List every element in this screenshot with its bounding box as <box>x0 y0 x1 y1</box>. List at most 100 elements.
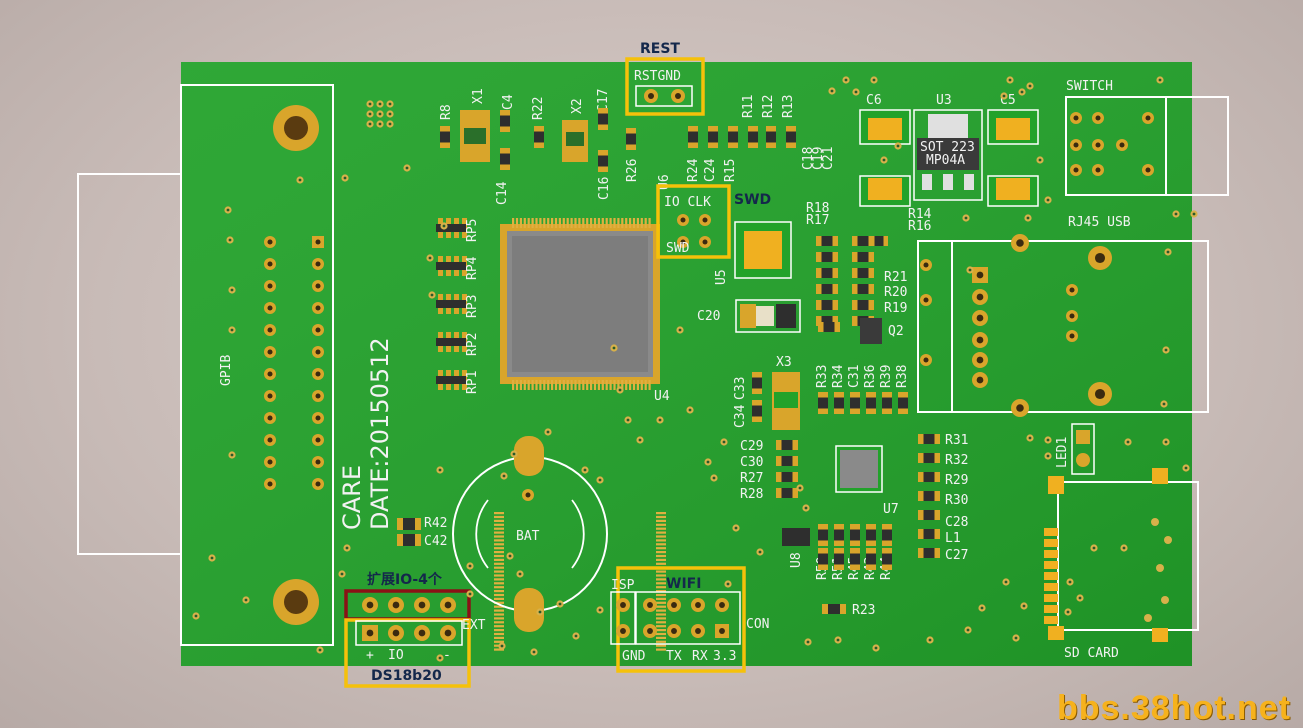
r42-label: R42 <box>424 516 447 531</box>
smd-body <box>857 268 869 278</box>
via-hole <box>318 648 322 652</box>
pin-hole <box>267 415 273 421</box>
via-hole <box>428 256 432 260</box>
via-hole <box>194 614 198 618</box>
via-hole <box>638 438 642 442</box>
q2-chip <box>860 318 882 344</box>
via-hole <box>430 293 434 297</box>
mcu-pin <box>582 380 585 390</box>
pin-hole <box>647 628 653 634</box>
mcu-pin <box>656 535 666 538</box>
mcu-pin <box>494 535 504 538</box>
smd-body <box>823 322 835 332</box>
via-hole <box>1184 466 1188 470</box>
gpib-connector-shell <box>77 173 189 555</box>
wifi-pins <box>616 598 729 638</box>
ds18b20-box <box>344 618 471 688</box>
smd-body <box>821 236 833 246</box>
sd-pin <box>1044 616 1058 624</box>
via-hole <box>508 554 512 558</box>
wifi-box <box>616 566 746 673</box>
sd-pin <box>1044 572 1058 580</box>
smd-body <box>752 405 762 417</box>
mcu-pin <box>494 597 504 600</box>
via-hole <box>583 468 587 472</box>
pin-hole <box>267 459 273 465</box>
con-label: CON <box>746 617 769 632</box>
via-hole <box>798 486 802 490</box>
mcu-pin <box>636 218 639 228</box>
mid-part-label: R18 <box>806 201 829 216</box>
pin-hole <box>1095 167 1101 173</box>
sd-pin <box>1044 583 1058 591</box>
via-hole <box>804 506 808 510</box>
c6-label: C6 <box>866 93 882 108</box>
mcu-pin <box>656 632 666 636</box>
c5b-pad <box>996 178 1030 200</box>
mcu-pin <box>656 551 666 554</box>
pin-hole <box>315 393 321 399</box>
smd-body <box>781 456 793 466</box>
rj45-outline <box>917 240 1209 413</box>
via-hole <box>658 418 662 422</box>
mcu-pin <box>593 380 597 390</box>
mcu-pin <box>494 582 504 585</box>
mcu-pin <box>656 512 666 515</box>
mcu-pin <box>632 218 636 228</box>
mcu-pin <box>590 218 593 228</box>
via-hole <box>368 112 372 116</box>
via-hole <box>405 166 409 170</box>
rp-label: RP3 <box>465 295 480 318</box>
mcu-pin <box>590 380 593 390</box>
smd-body <box>857 284 869 294</box>
via-hole <box>1014 636 1018 640</box>
row-part-label: C31 <box>847 365 862 388</box>
smd-body <box>708 131 718 143</box>
mcu-pin <box>656 531 666 534</box>
via-hole <box>836 638 840 642</box>
x3-label: X3 <box>776 355 792 370</box>
rp-label: RP2 <box>465 333 480 356</box>
switch-label: SWITCH <box>1066 79 1113 94</box>
right-stack-label: R31 <box>945 433 968 448</box>
mcu-pin <box>617 380 620 390</box>
pin-hole <box>1073 115 1079 121</box>
u7-label: U7 <box>883 502 899 517</box>
smd-body <box>923 510 935 520</box>
smd-body <box>898 397 908 409</box>
mcu-pin <box>566 380 569 390</box>
mcu-pin <box>644 380 647 390</box>
left-stack-label: C30 <box>740 455 763 470</box>
rp-label: RP1 <box>465 371 480 394</box>
mcu-pin <box>656 578 666 581</box>
pin-hole <box>719 602 725 608</box>
smd-body <box>857 236 869 246</box>
via <box>1156 564 1164 572</box>
mcu-pin <box>494 570 504 573</box>
top-part-label: R13 <box>781 95 796 118</box>
pin-hole <box>976 376 984 384</box>
via-hole <box>1164 348 1168 352</box>
mcu-pin <box>570 380 573 390</box>
pin-hole <box>315 349 321 355</box>
via-hole <box>706 460 710 464</box>
crystal-x3-body <box>774 392 798 408</box>
via-hole <box>442 224 446 228</box>
mcu-pin <box>656 629 666 632</box>
row-part-label: R38 <box>895 365 910 388</box>
smd-body <box>882 553 892 565</box>
mcu-pin <box>494 629 504 632</box>
mcu-pin <box>494 632 504 636</box>
mcu-pin <box>562 218 565 228</box>
pin-hole <box>976 356 984 364</box>
mcu-pin <box>558 218 561 228</box>
via-hole <box>1078 596 1082 600</box>
via-hole <box>388 102 392 106</box>
via-hole <box>618 388 622 392</box>
pin-hole <box>976 293 984 301</box>
board-vias <box>192 76 1198 662</box>
rp-label: RP5 <box>465 219 480 242</box>
via-hole <box>1166 250 1170 254</box>
mcu-pin <box>494 613 504 616</box>
pin-hole <box>315 261 321 267</box>
